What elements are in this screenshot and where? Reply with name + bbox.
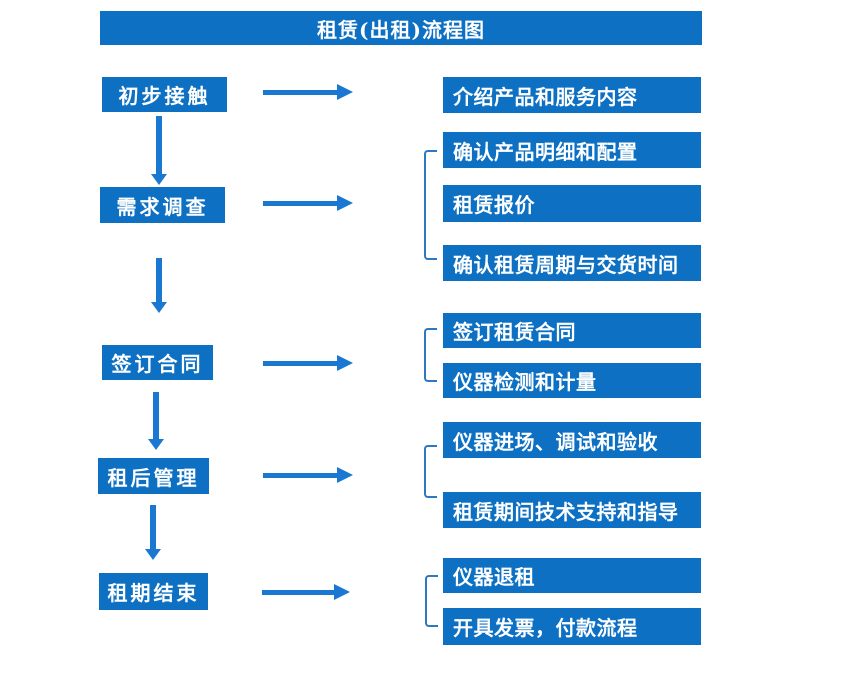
flow-arrow-right-demand-survey: [263, 195, 353, 211]
group-bracket-sign-contract: [424, 328, 437, 382]
arrow-shaft: [263, 200, 337, 206]
arrow-shaft: [150, 505, 156, 549]
stage-box-sign-contract: 签订合同: [102, 345, 213, 380]
arrow-down-icon: [151, 302, 167, 313]
stage-box-initial-contact: 初步接触: [102, 77, 227, 112]
flow-arrow-down-3: [148, 392, 164, 450]
group-bracket-demand-survey: [424, 150, 437, 260]
output-box-instrument-setup: 仪器进场、调试和验收: [443, 422, 701, 458]
arrow-shaft: [263, 360, 337, 366]
flow-arrow-right-rental-end: [262, 584, 350, 600]
flow-arrow-right-initial-contact: [263, 84, 353, 100]
arrow-down-icon: [145, 549, 161, 560]
arrow-right-icon: [334, 584, 350, 600]
arrow-shaft: [156, 258, 162, 302]
flow-arrow-down-1: [151, 116, 167, 185]
arrow-right-icon: [337, 84, 353, 100]
diagram-title: 租赁(出租)流程图: [317, 17, 485, 42]
arrow-right-icon: [337, 467, 353, 483]
group-bracket-post-rental: [424, 445, 437, 498]
flow-arrow-down-4: [145, 505, 161, 560]
arrow-right-icon: [337, 355, 353, 371]
arrow-down-icon: [151, 174, 167, 185]
flow-arrow-right-post-rental: [263, 467, 353, 483]
arrow-shaft: [263, 472, 337, 478]
output-box-confirm-rental-period: 确认租赁周期与交货时间: [443, 245, 701, 281]
arrow-shaft: [156, 116, 162, 174]
output-box-instrument-return: 仪器退租: [443, 558, 701, 593]
group-bracket-rental-end: [425, 575, 438, 627]
arrow-shaft: [262, 589, 334, 595]
stage-box-demand-survey: 需求调查: [100, 187, 225, 223]
flow-arrow-down-2: [151, 258, 167, 313]
flow-arrow-right-sign-contract: [263, 355, 353, 371]
output-box-introduce-products: 介绍产品和服务内容: [443, 77, 701, 113]
arrow-right-icon: [337, 195, 353, 211]
diagram-title-bar: 租赁(出租)流程图: [100, 11, 702, 45]
arrow-shaft: [263, 89, 337, 95]
output-box-rental-quote: 租赁报价: [443, 185, 701, 222]
output-box-sign-rental-contract: 签订租赁合同: [443, 313, 701, 348]
arrow-shaft: [153, 392, 159, 439]
output-box-invoice-payment: 开具发票，付款流程: [443, 608, 701, 645]
stage-box-post-rental-management: 租后管理: [98, 458, 209, 494]
output-box-confirm-product-details: 确认产品明细和配置: [443, 132, 701, 168]
output-box-instrument-inspection: 仪器检测和计量: [443, 363, 701, 398]
stage-box-rental-end: 租期结束: [99, 573, 208, 610]
output-box-technical-support: 租赁期间技术支持和指导: [443, 492, 701, 528]
arrow-down-icon: [148, 439, 164, 450]
